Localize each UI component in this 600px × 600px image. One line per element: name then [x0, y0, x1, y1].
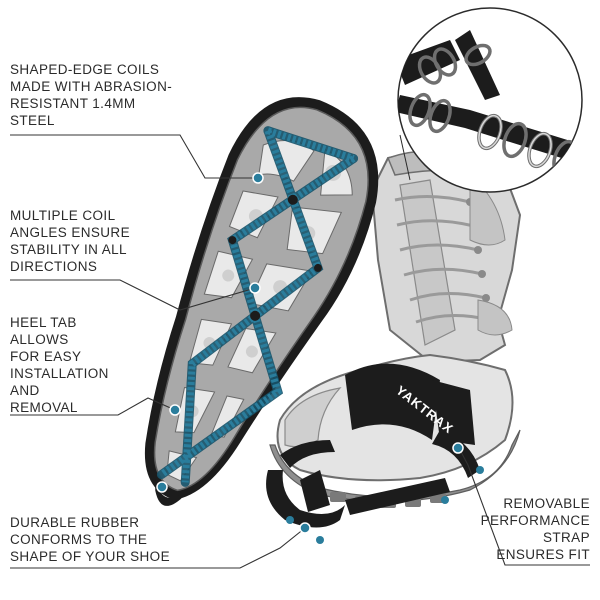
sole-with-coils [144, 97, 379, 506]
rubber-harness [266, 363, 484, 544]
coil-closeup-inset [397, 7, 583, 193]
callout-multiple-coil-angles: MULTIPLE COIL ANGLES ENSURE STABILITY IN… [10, 208, 130, 274]
callout-performance-strap: REMOVABLE PERFORMANCE STRAP ENSURES FIT [480, 496, 590, 562]
callout-heel-tab: HEEL TAB ALLOWS FOR EASY INSTALLATION AN… [10, 315, 109, 415]
leader-lines [10, 134, 590, 569]
callout-durable-rubber: DURABLE RUBBER CONFORMS TO THE SHAPE OF … [10, 515, 170, 564]
callout-shaped-edge-coils: SHAPED-EDGE COILS MADE WITH ABRASION- RE… [10, 62, 173, 128]
callout-markers [156, 172, 464, 534]
